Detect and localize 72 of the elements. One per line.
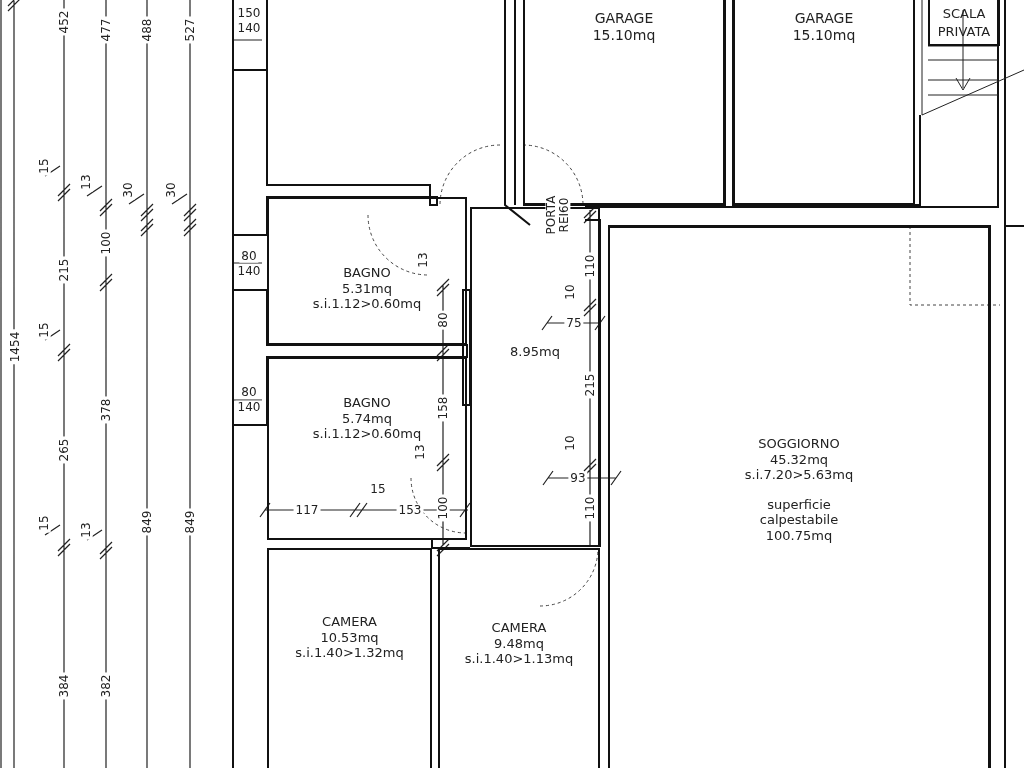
- room-label: SCALA: [942, 6, 986, 22]
- dimension-label: 100: [436, 494, 450, 522]
- dimension-label: 117: [293, 503, 321, 517]
- dimension-label: 30: [164, 180, 178, 200]
- dimension-label: 215: [57, 256, 71, 284]
- dimension-label: 849: [140, 508, 154, 536]
- room-label: 15.10mq: [792, 26, 856, 44]
- dimension-label: 30: [121, 180, 135, 200]
- dimension-label: 153: [396, 503, 424, 517]
- dimension-label: 140: [235, 400, 263, 414]
- dimension-label: 382: [99, 672, 113, 700]
- dimension-label: 15: [368, 482, 388, 496]
- dimension-label: 452: [57, 8, 71, 36]
- dimension-label: 110: [583, 252, 597, 280]
- dimension-label: 93: [568, 471, 588, 485]
- dimension-label: 15: [37, 156, 51, 176]
- room-label: CAMERA: [322, 614, 377, 630]
- dimension-label: 13: [79, 520, 93, 540]
- room-label: 5.31mq: [342, 280, 392, 297]
- room-label: superficie calpestabile 100.75mq: [758, 496, 840, 544]
- room-label: 10.53mq: [320, 629, 379, 646]
- dimension-label: 15: [37, 513, 51, 533]
- room-outline: [267, 197, 467, 345]
- room-label: BAGNO: [343, 395, 391, 411]
- dimension-label: 477: [99, 16, 113, 44]
- dimension-label: 13: [413, 442, 427, 462]
- dimension-label: 140: [235, 264, 263, 278]
- room-label: GARAGE: [594, 10, 654, 27]
- room-outline: [608, 226, 990, 768]
- room-label: BAGNO: [343, 265, 391, 281]
- room-outline: [928, 0, 1000, 46]
- room-label: PRIVATA: [937, 23, 991, 40]
- dimension-label: 13: [416, 250, 430, 270]
- dimension-label: 15: [37, 320, 51, 340]
- room-label: 15.10mq: [592, 26, 656, 44]
- room-outline: [438, 548, 600, 768]
- room-label: s.i.1.40>1.32mq: [295, 645, 404, 661]
- dimension-label: 13: [79, 172, 93, 192]
- dimension-label: 150: [235, 6, 263, 20]
- room-label: SOGGIORNO: [758, 436, 840, 452]
- room-outline: [267, 548, 432, 768]
- room-label: GARAGE: [794, 10, 854, 27]
- room-label: CAMERA: [491, 620, 547, 636]
- dimension-label: 265: [57, 436, 71, 464]
- dimension-label: 80: [436, 310, 450, 330]
- room-label: s.i.1.12>0.60mq: [312, 296, 422, 312]
- dimension-label: 100: [99, 229, 113, 257]
- dimension-label: 10: [563, 282, 577, 302]
- dimension-label: 527: [183, 16, 197, 44]
- dimension-label: 849: [183, 508, 197, 536]
- room-label: 9.48mq: [494, 635, 544, 652]
- dimension-label: 80: [239, 385, 259, 399]
- dimension-label: 158: [436, 394, 450, 422]
- dimension-label: 110: [583, 494, 597, 522]
- room-label: s.i.7.20>5.63mq: [744, 467, 854, 483]
- dimension-label: 378: [99, 396, 113, 424]
- room-label: s.i.1.12>0.60mq: [312, 426, 422, 442]
- dimension-label: 10: [563, 433, 577, 453]
- dimension-label: 384: [57, 672, 71, 700]
- dimension-label: 80: [239, 249, 259, 263]
- room-label: s.i.1.40>1.13mq: [464, 651, 574, 667]
- dimension-label: PORTA REI60: [545, 193, 571, 237]
- room-label: 8.95mq: [510, 344, 560, 360]
- room-label: 5.74mq: [342, 410, 392, 427]
- room-label: 45.32mq: [769, 451, 829, 468]
- dimension-label: 215: [583, 371, 597, 399]
- room-outline: [733, 0, 915, 205]
- dimension-label: 75: [564, 316, 584, 330]
- room-outline: [267, 357, 467, 540]
- dimension-label: 140: [235, 21, 263, 35]
- dimension-label: 1454: [8, 329, 22, 365]
- dimension-label: 488: [140, 16, 154, 44]
